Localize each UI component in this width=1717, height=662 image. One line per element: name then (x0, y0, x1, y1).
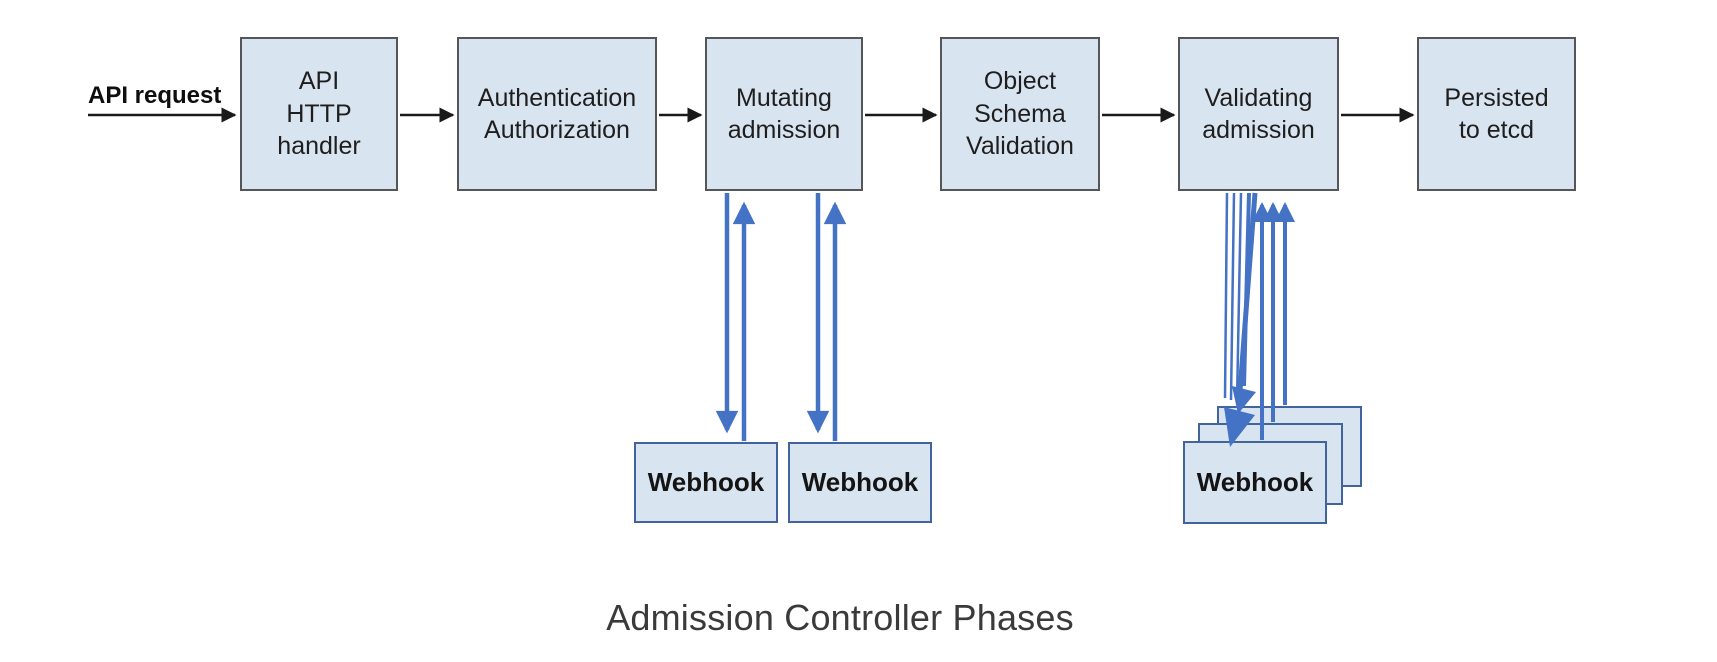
webhook-box-validating-front: Webhook (1183, 441, 1327, 524)
validating-call-line-3 (1235, 192, 1243, 403)
api-request-label: API request (88, 82, 222, 109)
webhook-box-mutating-1: Webhook (634, 442, 778, 523)
phase-label: API HTTP handler (277, 67, 361, 161)
diagram-caption: Admission Controller Phases (606, 597, 1074, 638)
phase-box-object-schema-validation: Object Schema Validation (940, 37, 1100, 191)
phase-box-authentication-authorization: Authentication Authorization (457, 37, 657, 191)
validating-webhook-return-arrows (1252, 202, 1295, 440)
phase-label: Validating admission (1202, 83, 1315, 145)
phase-box-persisted-to-etcd: Persisted to etcd (1417, 37, 1576, 191)
phase-label: Authentication Authorization (477, 83, 637, 145)
phase-box-api-http-handler: API HTTP handler (240, 37, 398, 191)
validating-call-shaft-back (1242, 192, 1251, 387)
phase-label: Object Schema Validation (966, 67, 1074, 161)
phase-label: Persisted to etcd (1444, 83, 1549, 145)
phase-label: Mutating admission (727, 83, 841, 145)
phase-box-mutating-admission: Mutating admission (705, 37, 863, 191)
validating-call-line-2 (1229, 192, 1236, 401)
validating-call-shaft-front (1236, 192, 1258, 405)
validating-call-line-1 (1223, 192, 1229, 399)
phase-box-validating-admission: Validating admission (1178, 37, 1339, 191)
webhook-label: Webhook (1196, 467, 1314, 497)
webhook-label: Webhook (801, 467, 919, 497)
webhook-label: Webhook (647, 467, 765, 497)
webhook-box-mutating-2: Webhook (788, 442, 932, 523)
